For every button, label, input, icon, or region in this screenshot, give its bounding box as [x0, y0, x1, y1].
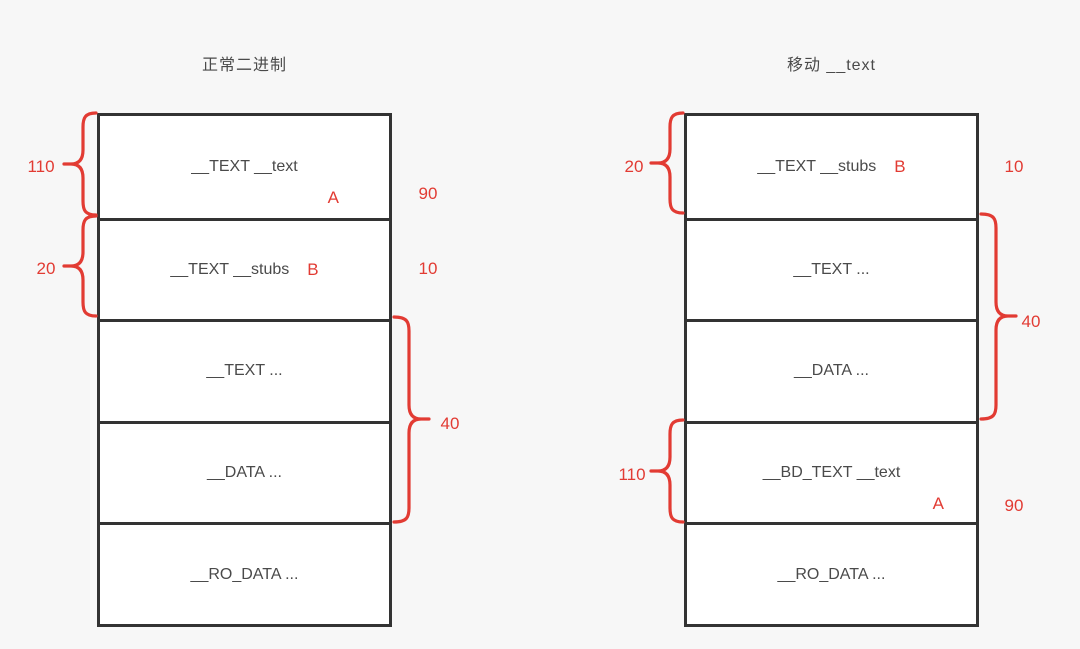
left-diagram-title: 正常二进制	[201, 57, 287, 74]
left-memory-stack: __TEXT __text A __TEXT __stubs B __TEXT …	[97, 113, 392, 627]
left-box-ro-data: __RO_DATA ...	[100, 522, 389, 624]
right-diagram-title: 移动 __text	[786, 57, 877, 74]
left-box-data: __DATA ...	[100, 420, 389, 523]
box-label: __TEXT __stubs	[757, 157, 877, 175]
box-label: __TEXT ...	[206, 362, 283, 380]
marker-a: A	[327, 187, 339, 207]
box-label: __TEXT ...	[793, 260, 870, 278]
left-size-label-110: 110	[27, 157, 55, 176]
left-size-label-40: 40	[440, 414, 460, 433]
left-brace-110-icon	[62, 111, 98, 217]
left-brace-20-icon	[62, 214, 98, 318]
right-box-data: __DATA ...	[687, 319, 976, 421]
right-box-ro-data: __RO_DATA ...	[687, 522, 976, 624]
marker-b: B	[894, 156, 906, 176]
box-label: __DATA ...	[794, 362, 869, 380]
left-side-value-10: 10	[418, 259, 438, 278]
marker-a: A	[932, 494, 944, 514]
right-size-label-40: 40	[1021, 312, 1041, 331]
right-brace-20-icon	[649, 111, 685, 215]
box-label: __RO_DATA ...	[190, 565, 299, 583]
left-size-label-20: 20	[36, 259, 56, 278]
right-box-text-stubs: __TEXT __stubs B	[687, 116, 976, 218]
right-side-value-90: 90	[1004, 496, 1024, 515]
right-box-text-rest: __TEXT ...	[687, 217, 976, 320]
right-size-label-20: 20	[624, 157, 644, 176]
right-brace-40-icon	[979, 212, 1018, 421]
box-label: __TEXT __stubs	[170, 260, 290, 278]
left-box-text-text: __TEXT __text A	[100, 116, 389, 218]
right-brace-110-icon	[649, 418, 685, 524]
box-label: __TEXT __text	[191, 157, 298, 175]
right-side-value-10: 10	[1004, 157, 1024, 176]
right-box-bd-text: __BD_TEXT __text A	[687, 420, 976, 523]
right-memory-stack: __TEXT __stubs B __TEXT ... __DATA ... _…	[684, 113, 979, 627]
marker-b: B	[307, 259, 319, 279]
box-label: __RO_DATA ...	[777, 565, 886, 583]
box-label: __BD_TEXT __text	[762, 464, 901, 482]
left-side-value-90: 90	[418, 184, 438, 203]
box-label: __DATA ...	[207, 464, 282, 482]
right-size-label-110: 110	[618, 465, 646, 484]
left-box-text-stubs: __TEXT __stubs B	[100, 217, 389, 320]
left-brace-40-icon	[392, 315, 431, 524]
left-box-text-rest: __TEXT ...	[100, 319, 389, 421]
